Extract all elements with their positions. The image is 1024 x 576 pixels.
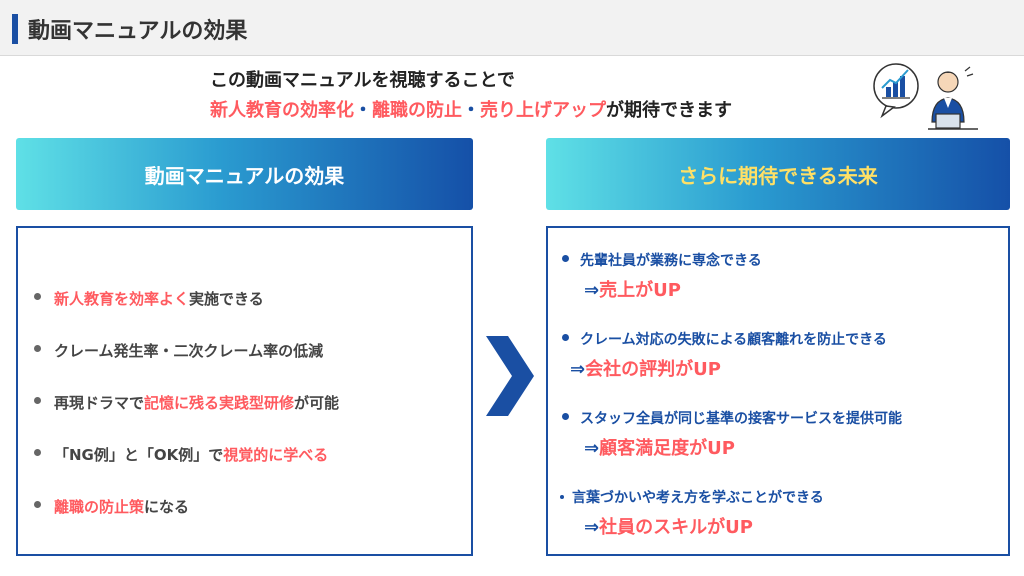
bullet-icon xyxy=(562,334,569,341)
future-item-label: 先輩社員が業務に専念できる xyxy=(580,253,762,269)
future-item-result: ⇒社員のスキルがUP xyxy=(558,513,1003,539)
page-title: 動画マニュアルの効果 xyxy=(28,19,248,44)
effect-prefix: 再現ドラマで xyxy=(54,394,145,412)
future-list-item: クレーム対応の失敗による顧客離れを防止できる ⇒会社の評判がUP xyxy=(558,329,1003,408)
effects-list-item: 「NG例」と「OK例」で視覚的に学べる xyxy=(32,444,339,496)
intro-tail: が期待できます xyxy=(606,100,732,121)
future-item-result: ⇒会社の評判がUP xyxy=(558,355,1003,381)
intro-separator-2: ・ xyxy=(462,100,480,121)
future-list-item: スタッフ全員が同じ基準の接客サービスを提供可能 ⇒顧客満足度がUP xyxy=(558,408,1003,487)
effect-prefix: 「NG例」と「OK例」で xyxy=(54,446,224,464)
future-list: 先輩社員が業務に専念できる ⇒売上がUP クレーム対応の失敗による顧客離れを防止… xyxy=(558,250,1003,566)
result-arrow: ⇒ xyxy=(584,438,600,459)
result-text: 顧客満足度がUP xyxy=(599,438,735,459)
effects-list-item: 再現ドラマで記憶に残る実践型研修が可能 xyxy=(32,392,339,444)
intro-line-2: 新人教育の効率化・離職の防止・売り上げアップが期待できます xyxy=(210,96,870,126)
future-item-result: ⇒売上がUP xyxy=(558,276,1003,302)
future-list-item: 言葉づかいや考え方を学ぶことができる ⇒社員のスキルがUP xyxy=(558,487,1003,566)
intro-benefit-2: 離職の防止 xyxy=(372,100,462,121)
bullet-icon xyxy=(34,501,41,508)
intro-benefit-1: 新人教育の効率化 xyxy=(210,100,354,121)
result-text: 社員のスキルがUP xyxy=(599,517,753,538)
result-text: 売上がUP xyxy=(599,280,681,301)
intro-benefit-3: 売り上げアップ xyxy=(480,100,606,121)
intro-line-1: この動画マニュアルを視聴することで xyxy=(210,70,515,91)
effect-text: クレーム発生率・二次クレーム率の低減 xyxy=(54,342,324,360)
future-item-text: 先輩社員が業務に専念できる xyxy=(558,250,1003,270)
effect-text: が可能 xyxy=(294,394,340,412)
effect-highlight: 記憶に残る実践型研修 xyxy=(144,394,295,412)
bullet-icon xyxy=(562,255,569,262)
left-panel-heading: 動画マニュアルの効果 xyxy=(16,138,473,210)
future-list-item: 先輩社員が業務に専念できる ⇒売上がUP xyxy=(558,250,1003,329)
title-bar: 動画マニュアルの効果 xyxy=(0,0,1024,56)
future-item-label: クレーム対応の失敗による顧客離れを防止できる xyxy=(580,332,887,348)
future-item-text: スタッフ全員が同じ基準の接客サービスを提供可能 xyxy=(558,408,1003,428)
future-item-label: 言葉づかいや考え方を学ぶことができる xyxy=(572,490,824,506)
effects-list-item: 離職の防止策になる xyxy=(32,496,339,548)
effects-list: 新人教育を効率よく実施できる クレーム発生率・二次クレーム率の低減 再現ドラマで… xyxy=(32,288,339,548)
effect-highlight: 視覚的に学べる xyxy=(223,446,329,464)
bullet-icon xyxy=(34,345,41,352)
title-accent-bar xyxy=(12,14,18,44)
effect-highlight: 離職の防止策 xyxy=(54,498,145,516)
future-item-result: ⇒顧客満足度がUP xyxy=(558,434,1003,460)
effects-list-item: 新人教育を効率よく実施できる xyxy=(32,288,339,340)
result-arrow: ⇒ xyxy=(570,359,586,380)
bullet-icon xyxy=(34,397,41,404)
effect-text: 実施できる xyxy=(189,290,264,308)
effect-text: になる xyxy=(144,498,190,516)
intro-text: この動画マニュアルを視聴することで 新人教育の効率化・離職の防止・売り上げアップ… xyxy=(210,66,870,126)
bullet-icon xyxy=(562,413,569,420)
future-panel: 先輩社員が業務に専念できる ⇒売上がUP クレーム対応の失敗による顧客離れを防止… xyxy=(546,226,1010,556)
result-text: 会社の評判がUP xyxy=(585,359,721,380)
effect-highlight: 新人教育を効率よく xyxy=(54,290,190,308)
future-item-text: 言葉づかいや考え方を学ぶことができる xyxy=(558,487,1003,507)
right-panel-heading: さらに期待できる未来 xyxy=(546,138,1010,210)
intro-separator-1: ・ xyxy=(354,100,372,121)
result-arrow: ⇒ xyxy=(584,280,600,301)
result-arrow: ⇒ xyxy=(584,517,600,538)
effects-list-item: クレーム発生率・二次クレーム率の低減 xyxy=(32,340,339,392)
future-item-text: クレーム対応の失敗による顧客離れを防止できる xyxy=(558,329,1003,349)
effects-panel: 新人教育を効率よく実施できる クレーム発生率・二次クレーム率の低減 再現ドラマで… xyxy=(16,226,473,556)
chevron-right-icon xyxy=(484,334,536,418)
future-item-label: スタッフ全員が同じ基準の接客サービスを提供可能 xyxy=(580,411,902,427)
bullet-icon xyxy=(34,449,41,456)
businessman-with-growth-chart-icon xyxy=(862,62,984,140)
bullet-icon xyxy=(34,293,41,300)
bullet-icon xyxy=(560,495,564,499)
